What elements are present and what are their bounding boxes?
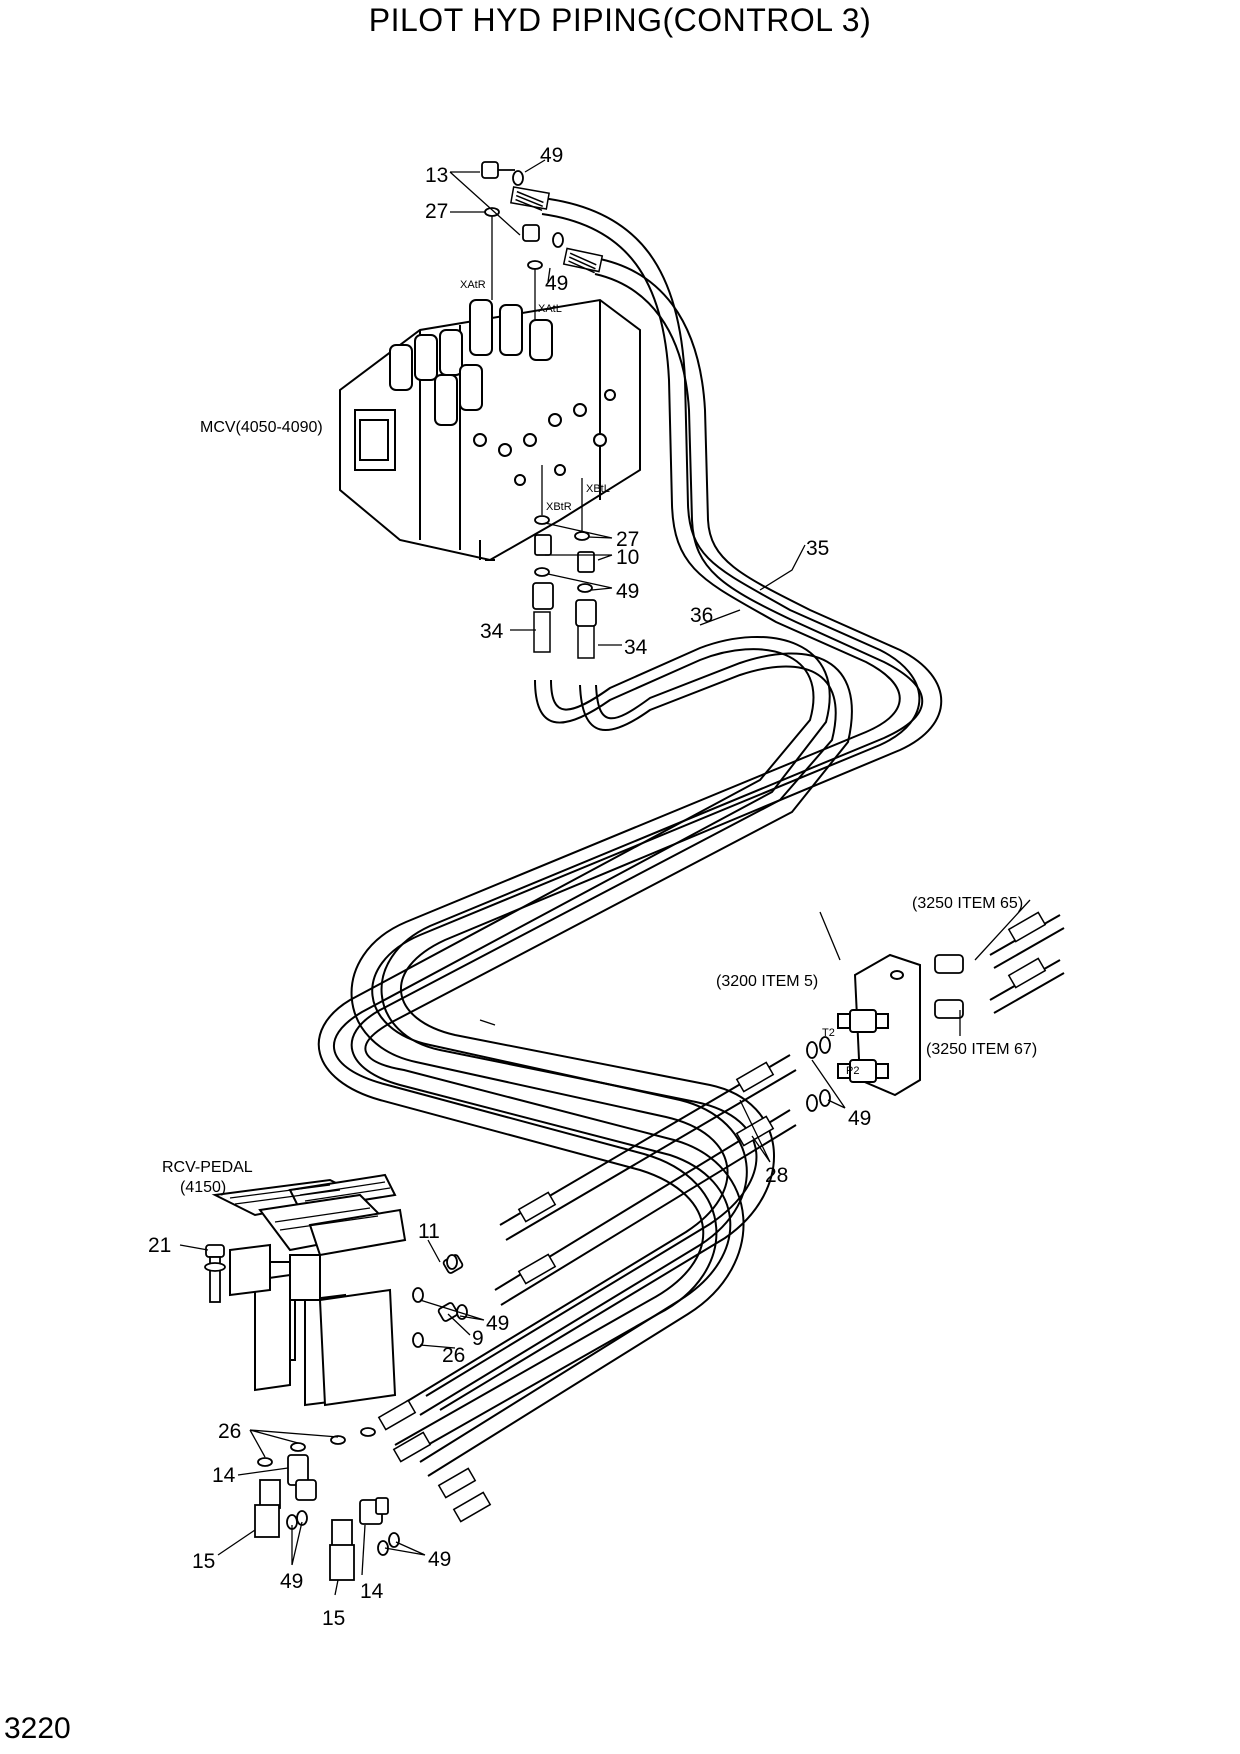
callout-14: 14: [212, 1464, 236, 1487]
mcv-label: MCV(4050-4090): [200, 419, 323, 436]
callout-13: 13: [425, 164, 448, 187]
callout-35: 35: [806, 537, 829, 560]
o-ring-49: [296, 1510, 308, 1526]
callout-49: 49: [545, 272, 568, 295]
rcv-pedal-label: RCV-PEDAL: [162, 1159, 253, 1176]
sleeve: [392, 1431, 432, 1463]
callout-34: 34: [624, 636, 648, 659]
adapter-10-right: [577, 551, 595, 573]
hose-nut-34-right: [575, 599, 597, 627]
hose-nut-34-left: [532, 582, 554, 610]
o-ring-26: [257, 1457, 273, 1467]
reference-labels: MCV(4050-4090) RCV-PEDAL (4150) (3250 IT…: [162, 419, 1037, 1196]
tee-fitting-t2: [837, 1009, 889, 1033]
mcv-spool-caps: [389, 299, 553, 426]
mcv-valve-block: [339, 298, 641, 562]
adapter-9: [437, 1302, 459, 1322]
callout-49: 49: [428, 1548, 451, 1571]
page-title: PILOT HYD PIPING(CONTROL 3): [368, 2, 872, 38]
callout-36: 36: [690, 604, 713, 627]
callout-49: 49: [848, 1107, 871, 1130]
callout-11: 11: [418, 1220, 440, 1243]
sleeve: [377, 1399, 417, 1431]
sleeve: [533, 611, 551, 653]
sleeve: [562, 247, 604, 274]
port-xbtl: XBtL: [586, 483, 610, 495]
port-xatl: XAtL: [538, 303, 562, 315]
bracket-side-fittings: [806, 954, 964, 1112]
port-t2: T2: [822, 1027, 835, 1039]
callout-21: 21: [148, 1234, 171, 1257]
sleeve: [517, 1191, 557, 1223]
o-ring-49-left: [534, 567, 550, 577]
tee-bracket: [837, 953, 921, 1097]
rcv-pedal: [211, 1173, 407, 1407]
hose-34-right: [350, 652, 853, 1477]
tee-fitting-p2: [837, 1059, 889, 1083]
ref-3200-item-5: (3200 ITEM 5): [716, 973, 818, 990]
o-ring-49-right: [577, 583, 593, 593]
callout-34: 34: [480, 620, 504, 643]
hose-sleeves: [377, 186, 1047, 1523]
callout-10: 10: [616, 546, 639, 569]
hose-34-left: [317, 636, 831, 1460]
port-xatr: XAtR: [460, 279, 486, 291]
mcv-bottom-fittings: [532, 515, 597, 627]
adapter-10-left: [534, 534, 552, 556]
fitting-15-right: [329, 1519, 355, 1581]
callout-27: 27: [425, 200, 448, 223]
callout-49: 49: [486, 1312, 509, 1335]
pedal-tread-lines: [229, 1181, 391, 1231]
port-p2: P2: [846, 1065, 859, 1077]
callout-26: 26: [442, 1344, 465, 1367]
callout-49: 49: [616, 580, 639, 603]
o-ring: [412, 1287, 424, 1303]
callout-15: 15: [192, 1550, 215, 1573]
hose-36: [350, 197, 921, 1416]
elbow-fitting-13-lower: [522, 224, 564, 248]
elbow-fitting-13-upper: [481, 161, 524, 186]
sleeve: [1007, 957, 1047, 989]
o-ring-26: [290, 1442, 306, 1452]
ref-3250-item-65: (3250 ITEM 65): [912, 895, 1023, 912]
rcv-pedal-number: (4150): [180, 1179, 226, 1196]
elbow-14-right: [359, 1497, 389, 1525]
sleeve: [1007, 911, 1047, 943]
o-ring-26: [360, 1427, 376, 1437]
hose-35: [380, 257, 943, 1411]
sleeve: [437, 1467, 477, 1499]
o-ring-26: [330, 1435, 346, 1445]
page-number: 3220: [4, 1712, 71, 1745]
port-labels: XAtR XAtL XBtR XBtL T2 P2: [460, 279, 859, 1077]
callout-49: 49: [280, 1570, 303, 1593]
bolt-21: [204, 1244, 226, 1303]
o-ring: [446, 1254, 458, 1270]
callout-49: 49: [540, 144, 563, 167]
pedal-fittings: [254, 1254, 468, 1581]
sleeve: [517, 1253, 557, 1285]
callout-26: 26: [218, 1420, 241, 1443]
sleeve: [510, 186, 550, 211]
mcv-ports: [473, 389, 616, 486]
sleeve: [735, 1061, 775, 1093]
callout-9: 9: [472, 1327, 484, 1350]
elbow-14-left: [287, 1454, 317, 1501]
fitting-15-left: [254, 1479, 281, 1538]
o-ring-27-right: [574, 531, 590, 541]
o-ring-49: [388, 1532, 400, 1548]
leader-lines: [179, 159, 1031, 1596]
ref-3250-item-67: (3250 ITEM 67): [926, 1041, 1037, 1058]
callout-14: 14: [360, 1580, 384, 1603]
port-xbtr: XBtR: [546, 501, 572, 513]
o-ring-27-left: [534, 515, 550, 525]
callout-27: 27: [616, 528, 639, 551]
callout-28: 28: [765, 1164, 788, 1187]
callout-labels: 13 49 27 49 27 10 49 34 34 35 36 49 28 2…: [148, 144, 871, 1630]
o-ring: [412, 1332, 424, 1348]
callout-15: 15: [322, 1607, 345, 1630]
sleeve: [452, 1491, 492, 1523]
